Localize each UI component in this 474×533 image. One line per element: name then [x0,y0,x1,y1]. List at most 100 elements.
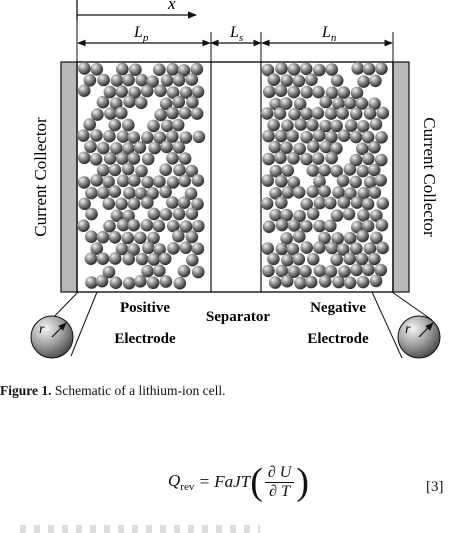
electrode-particle [78,197,91,211]
electrode-particle [90,63,104,76]
electrode-particle [178,174,191,188]
electrode-particle [134,96,148,110]
electrode-particle [325,241,339,255]
electrode-particle [128,174,141,187]
electrode-particle [349,107,363,121]
cell-outline [76,61,394,293]
electrode-particle [122,142,135,155]
electrode-particle [96,252,110,265]
electrode-particle [356,120,370,133]
equation-middle: = FaJT [194,472,251,491]
electrode-particle [261,242,275,255]
electrode-particle [78,151,91,165]
equation-lhs-sub: rev [180,481,195,493]
electrode-particle [159,97,173,111]
electrode-particle [268,276,282,289]
electrode-particle [274,151,287,165]
equation-lhs-main: Q [168,471,181,490]
electrode-particle [147,231,160,245]
lp-label: Lp [133,24,149,44]
electrode-particle [330,142,343,155]
electrode-particle [134,231,147,245]
electrode-particle [128,86,141,99]
positive-electrode-label-line1: Positive [120,300,170,316]
electrode-particle [185,73,199,86]
electrode-particle [338,265,351,278]
electrode-particle [97,141,110,155]
electrode-particle [268,140,282,154]
electrode-particle [287,176,301,189]
electrode-particle [288,107,301,121]
electrode-particle [374,174,388,187]
electrode-particle [325,151,338,165]
electrode-particle [191,174,205,187]
electrode-particle [294,118,308,131]
electrode-particle [166,152,179,165]
electrode-particle [376,106,390,120]
electrode-particle [287,63,301,76]
equation-lhs: Qrev [168,471,195,493]
electrode-particle [90,174,103,187]
electrode-particle [287,152,300,165]
equation-fraction: ∂ U∂ T [264,464,295,501]
electrode-particle [313,219,326,233]
electrode-particle [280,208,293,222]
electrode-particle [160,119,174,133]
electrode-particle [140,218,154,232]
equation-left-paren: ( [250,461,263,503]
electrode-particle [108,163,122,177]
electrode-particle [374,263,388,277]
electrode-particle [275,264,289,278]
separator-label: Separator [206,309,270,325]
electrode-particle [116,174,130,188]
electrode-particle [110,142,123,155]
electrode-particle [344,119,358,132]
electrode-particle [280,232,293,245]
electrode-particle [186,96,199,109]
electrode-particle [361,219,375,233]
electrode-particle [103,219,116,233]
electrode-particle [260,107,274,120]
electrode-particle [274,129,288,143]
electrode-particle [300,219,313,233]
electrode-particle [154,108,167,122]
electrode-particle [146,187,159,200]
positive-electrode-label-line2: Electrode [114,331,176,347]
electrode-particle [312,129,326,142]
equation-denominator: ∂ T [269,482,290,500]
electrode-particle [135,73,148,87]
electrode-particle [116,130,130,143]
electrode-particle [375,131,388,144]
electrode-particle [269,97,283,111]
electrode-particle [115,85,128,98]
electrode-particle [349,175,362,189]
electrode-particle [356,275,370,289]
radius-label-right: r [405,322,411,337]
electrode-particle [122,73,135,87]
electrode-particle [274,84,288,97]
electrode-particle [148,141,162,155]
electrode-particle [123,186,136,200]
electrode-particle [343,163,357,176]
electrode-particle [141,264,154,278]
electrode-particle [127,243,140,256]
electrode-particle [275,196,288,209]
right-current-collector-label: Current Collector [420,117,439,237]
electrode-particle [191,242,205,255]
electrode-particle [121,162,135,176]
electrode-particle [83,118,96,131]
electrode-particle [269,187,282,200]
electrode-particle [177,196,191,209]
electrode-particle [122,209,135,223]
electrode-particle [356,142,369,156]
electrode-particle [109,97,123,110]
electrode-particle [91,108,104,121]
electrode-particle [275,62,288,75]
electrode-particle [95,274,109,288]
electrode-particle [292,186,306,199]
electrode-particle [97,73,110,87]
electrode-particle [330,119,343,133]
electrode-particle [350,242,363,255]
electrode-particle [363,175,377,189]
electrode-particle [368,252,381,266]
